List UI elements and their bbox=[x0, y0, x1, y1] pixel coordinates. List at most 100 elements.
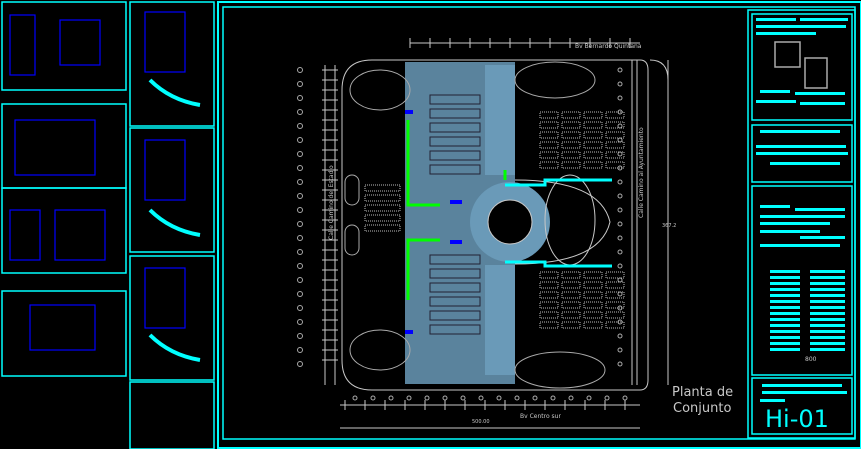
tree bbox=[617, 123, 623, 129]
title-block-text bbox=[760, 215, 845, 218]
plaza-arc bbox=[514, 179, 611, 265]
thumbnail-details bbox=[9, 11, 201, 362]
tree bbox=[478, 395, 484, 401]
title-block-text bbox=[762, 384, 842, 387]
parking-row bbox=[539, 131, 559, 139]
tree bbox=[550, 395, 556, 401]
green-circulation bbox=[406, 120, 507, 300]
parking-row bbox=[605, 321, 625, 329]
sheet-thumbnails[interactable] bbox=[1, 1, 215, 449]
room bbox=[429, 296, 481, 307]
tree bbox=[297, 221, 303, 227]
street-label-left: Calle Camino del Estadio bbox=[328, 165, 335, 240]
thumbnail-sheet-6[interactable] bbox=[129, 127, 215, 253]
tree bbox=[514, 395, 520, 401]
scale-value: 800 bbox=[805, 356, 817, 363]
building-wing-north bbox=[485, 65, 515, 175]
tree bbox=[586, 395, 592, 401]
tree bbox=[297, 347, 303, 353]
tree bbox=[424, 395, 430, 401]
tree bbox=[617, 249, 623, 255]
tree bbox=[297, 151, 303, 157]
title-block-text bbox=[810, 336, 845, 339]
title-block-text bbox=[770, 294, 800, 297]
title-block-text bbox=[770, 162, 840, 165]
street-label-top: Bv Bernardo Quintana bbox=[575, 43, 642, 50]
thumbnail-drawing bbox=[14, 119, 96, 176]
parking-row bbox=[605, 151, 625, 159]
parking-row bbox=[605, 291, 625, 299]
title-block-text bbox=[762, 391, 847, 394]
title-block-text bbox=[756, 32, 816, 35]
thumbnail-sheet-4[interactable] bbox=[1, 290, 127, 377]
tree bbox=[617, 81, 623, 87]
tree bbox=[297, 291, 303, 297]
tree bbox=[406, 395, 412, 401]
parking-row bbox=[561, 131, 581, 139]
rotunda-center bbox=[487, 199, 533, 245]
thumbnail-sheet-5[interactable] bbox=[129, 1, 215, 127]
thumbnail-drawing bbox=[144, 267, 186, 329]
thumbnail-sheet-8[interactable] bbox=[129, 381, 215, 449]
thumbnail-sheet-3[interactable] bbox=[1, 187, 127, 274]
tree bbox=[297, 67, 303, 73]
drawing-title-line1: Planta de bbox=[672, 385, 733, 400]
title-block-text bbox=[810, 282, 845, 285]
tree bbox=[370, 395, 376, 401]
title-block-text bbox=[770, 324, 800, 327]
thumbnail-curve bbox=[148, 78, 201, 107]
tree bbox=[617, 291, 623, 297]
parking-row bbox=[583, 161, 603, 169]
tree bbox=[352, 395, 358, 401]
room bbox=[429, 324, 481, 335]
title-block bbox=[747, 9, 856, 439]
title-block-text bbox=[756, 100, 796, 103]
garden-ellipse bbox=[544, 174, 596, 266]
room bbox=[429, 136, 481, 147]
title-block-text bbox=[800, 18, 848, 21]
parking-row bbox=[539, 151, 559, 159]
parking-row bbox=[539, 321, 559, 329]
tree bbox=[297, 193, 303, 199]
room bbox=[429, 150, 481, 161]
parking-row bbox=[583, 121, 603, 129]
parking-row bbox=[539, 281, 559, 289]
parking-row bbox=[583, 151, 603, 159]
parking-row bbox=[583, 131, 603, 139]
title-block-text bbox=[810, 324, 845, 327]
tree bbox=[617, 347, 623, 353]
title-block-text bbox=[770, 276, 800, 279]
thumbnail-sheet-7[interactable] bbox=[129, 255, 215, 381]
parking-row bbox=[539, 291, 559, 299]
title-block-text bbox=[760, 130, 840, 133]
tree bbox=[604, 395, 610, 401]
title-block-text bbox=[810, 330, 845, 333]
building-wing-south bbox=[485, 265, 515, 375]
garden-north bbox=[514, 61, 596, 99]
cyan-circulation bbox=[505, 178, 612, 268]
thumbnail-drawing bbox=[59, 19, 101, 66]
room bbox=[429, 254, 481, 265]
tree bbox=[297, 319, 303, 325]
tree bbox=[617, 361, 623, 367]
tree bbox=[617, 263, 623, 269]
parking-row bbox=[583, 281, 603, 289]
parking-row bbox=[561, 121, 581, 129]
thumbnail-sheet-1[interactable] bbox=[1, 1, 127, 91]
parking-row bbox=[364, 194, 401, 202]
tree bbox=[617, 333, 623, 339]
title-block-text bbox=[770, 342, 800, 345]
tree bbox=[617, 137, 623, 143]
parking-row bbox=[561, 161, 581, 169]
parking-row bbox=[583, 301, 603, 309]
title-block-text bbox=[810, 306, 845, 309]
tree bbox=[617, 67, 623, 73]
parking-row bbox=[605, 301, 625, 309]
logo-box bbox=[774, 41, 801, 68]
title-block-text bbox=[770, 288, 800, 291]
parking-row bbox=[539, 111, 559, 119]
parking-row bbox=[539, 311, 559, 319]
parking-row bbox=[561, 151, 581, 159]
tree bbox=[297, 263, 303, 269]
